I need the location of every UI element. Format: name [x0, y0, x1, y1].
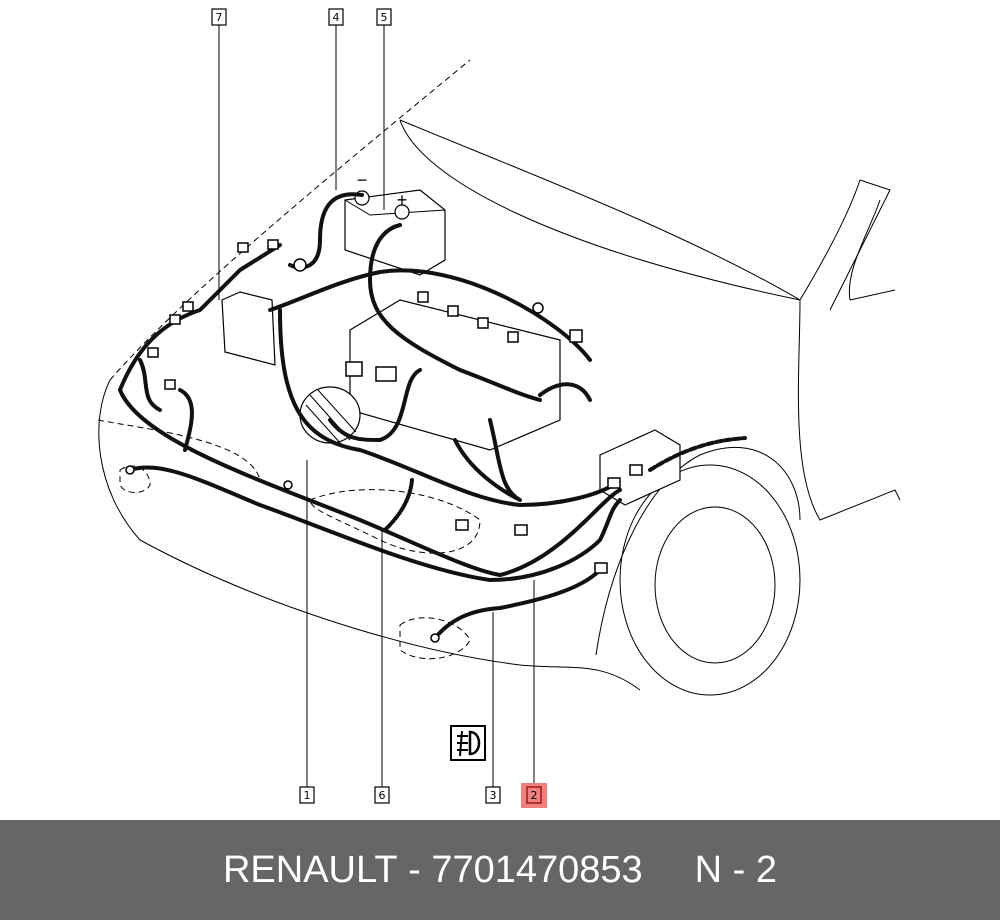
- car-body-outline: [97, 59, 901, 696]
- svg-text:2: 2: [531, 789, 538, 802]
- svg-text:7: 7: [216, 11, 223, 24]
- harness-5-battery-positive: [368, 223, 542, 402]
- harness-1-front: [118, 243, 622, 577]
- leader-lines: [218, 25, 535, 787]
- connectors: [125, 239, 643, 643]
- svg-text:3: 3: [490, 789, 497, 802]
- callout-6[interactable]: 6: [374, 786, 390, 804]
- position-label: N - 2: [694, 848, 778, 891]
- callout-7[interactable]: 7: [211, 8, 227, 26]
- battery: − +: [344, 170, 446, 276]
- callout-5[interactable]: 5: [376, 8, 392, 26]
- wheel-arch-harness: [648, 436, 747, 472]
- part-number: 7701470853: [431, 848, 643, 891]
- svg-text:4: 4: [333, 11, 340, 24]
- wiring-harness-diagram: − +: [97, 8, 901, 808]
- svg-text:6: 6: [379, 789, 386, 802]
- svg-text:1: 1: [304, 789, 311, 802]
- callout-1[interactable]: 1: [299, 786, 315, 804]
- battery-positive-symbol: +: [397, 190, 408, 210]
- callout-2-highlighted[interactable]: 2: [521, 783, 547, 808]
- harness-3-foglamp: [433, 568, 602, 640]
- brand-name: RENAULT: [222, 848, 398, 891]
- svg-text:5: 5: [381, 11, 388, 24]
- harness-6-strap: [383, 478, 414, 532]
- separator: -: [408, 848, 421, 891]
- callout-3[interactable]: 3: [485, 786, 501, 804]
- battery-negative-symbol: −: [357, 170, 368, 190]
- callout-4[interactable]: 4: [328, 8, 344, 26]
- fuse-box: [221, 291, 276, 366]
- harness-2-right: [128, 465, 622, 582]
- part-footer: RENAULT - 7701470853 N - 2: [0, 820, 1000, 920]
- fog-lamp-icon: [450, 725, 486, 761]
